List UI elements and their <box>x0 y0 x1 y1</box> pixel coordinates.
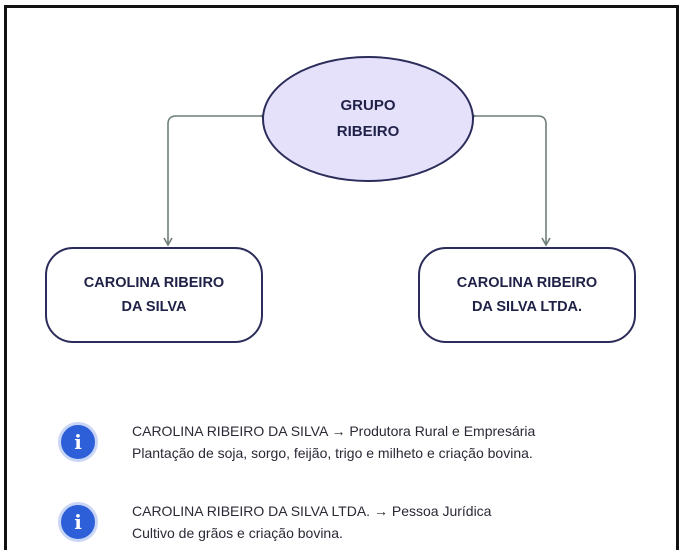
info-icon: i <box>58 502 98 542</box>
child-node-company-line1: CAROLINA RIBEIRO <box>456 275 598 291</box>
root-node-line1: GRUPO <box>340 97 396 114</box>
child-node-company: CAROLINA RIBEIRO DA SILVA LTDA. <box>418 247 636 343</box>
note-text: CAROLINA RIBEIRO DA SILVA → Produtora Ru… <box>132 420 535 464</box>
note-line2: Plantação de soja, sorgo, feijão, trigo … <box>132 445 533 461</box>
note-line1: CAROLINA RIBEIRO DA SILVA → Produtora Ru… <box>132 423 536 439</box>
root-node-grupo-ribeiro: GRUPO RIBEIRO <box>262 56 474 182</box>
child-node-person-line1: CAROLINA RIBEIRO <box>83 275 225 291</box>
child-node-company-line2: DA SILVA LTDA. <box>471 299 583 315</box>
child-node-person: CAROLINA RIBEIRO DA SILVA <box>45 247 263 343</box>
note-item-person: i CAROLINA RIBEIRO DA SILVA → Produtora … <box>58 420 535 464</box>
info-icon: i <box>58 422 98 462</box>
root-node-line2: RIBEIRO <box>336 123 400 140</box>
note-item-company: i CAROLINA RIBEIRO DA SILVA LTDA. → Pess… <box>58 500 491 544</box>
note-line1: CAROLINA RIBEIRO DA SILVA LTDA. → Pessoa… <box>132 503 492 519</box>
note-text: CAROLINA RIBEIRO DA SILVA LTDA. → Pessoa… <box>132 500 491 544</box>
child-node-person-line2: DA SILVA <box>121 299 187 315</box>
note-line2: Cultivo de grãos e criação bovina. <box>132 525 343 541</box>
